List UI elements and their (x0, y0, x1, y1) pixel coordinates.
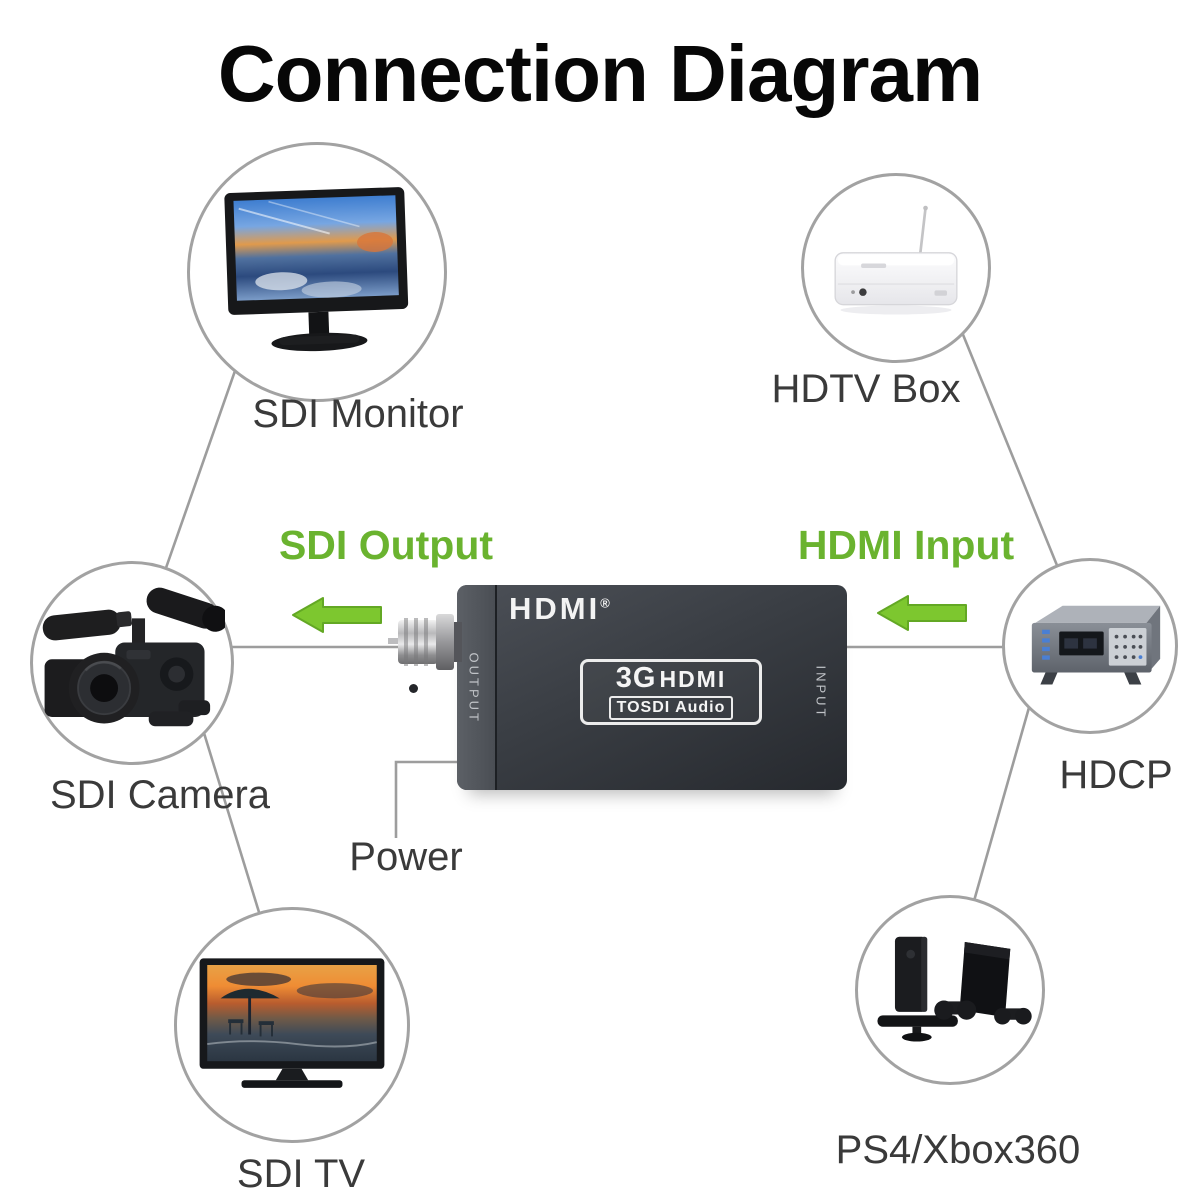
monitor-icon (224, 187, 409, 352)
power-jack-icon (409, 684, 418, 693)
label-sdi-output: SDI Output (278, 522, 494, 568)
hdmi-logo-text: HDMI (509, 591, 601, 626)
label-power: Power (349, 835, 463, 879)
label-hdcp: HDCP (1059, 753, 1173, 797)
output-port-label: OUTPUT (466, 652, 482, 724)
node-hdtv-box (801, 173, 991, 363)
registered-mark: ® (600, 595, 610, 611)
badge-top-row: 3G HDMI (616, 664, 726, 693)
converter-left-cap (457, 585, 497, 790)
label-sdi-camera: SDI Camera (49, 773, 271, 817)
label-hdmi-input: HDMI Input (797, 522, 1015, 568)
badge-3g-text: 3G (615, 662, 657, 694)
line-hdtv-to-hdcp (953, 314, 1067, 586)
node-sdi-camera (30, 561, 234, 765)
node-hdcp (1002, 558, 1178, 734)
page-title: Connection Diagram (217, 29, 983, 118)
sdi-output-arrow-icon (292, 597, 382, 633)
badge-subtitle: TOSDI Audio (608, 696, 734, 720)
line-hdcp-to-consoles (968, 689, 1036, 916)
badge-hdmi-text: HDMI (659, 666, 727, 692)
label-hdtv-box: HDTV Box (771, 367, 961, 411)
line-camera-to-tv (198, 719, 268, 936)
gamepad-icon (994, 1007, 1032, 1025)
input-port-label: INPUT (813, 665, 829, 720)
label-sdi-monitor: SDI Monitor (252, 392, 464, 436)
converter-box: HDMI® 3G HDMI TOSDI Audio OUTPUT INPUT (457, 585, 847, 790)
product-badge: 3G HDMI TOSDI Audio (580, 659, 762, 725)
power-leader-line (394, 760, 460, 838)
gamepad-icon (934, 1000, 977, 1020)
node-sdi-monitor (187, 142, 447, 402)
video-camera-icon (42, 587, 225, 727)
game-consoles-icon (877, 936, 1032, 1042)
node-consoles (855, 895, 1045, 1085)
hdmi-input-arrow-icon (877, 595, 967, 631)
bnc-connector-icon (388, 614, 462, 670)
label-consoles: PS4/Xbox360 (835, 1128, 1081, 1172)
node-sdi-tv (174, 907, 410, 1143)
test-instrument-icon (1031, 605, 1161, 685)
hdmi-logo: HDMI® (509, 591, 610, 627)
set-top-box-icon (834, 205, 958, 315)
line-monitor-to-camera (158, 347, 245, 586)
television-icon (199, 958, 385, 1088)
label-sdi-tv: SDI TV (236, 1152, 366, 1196)
